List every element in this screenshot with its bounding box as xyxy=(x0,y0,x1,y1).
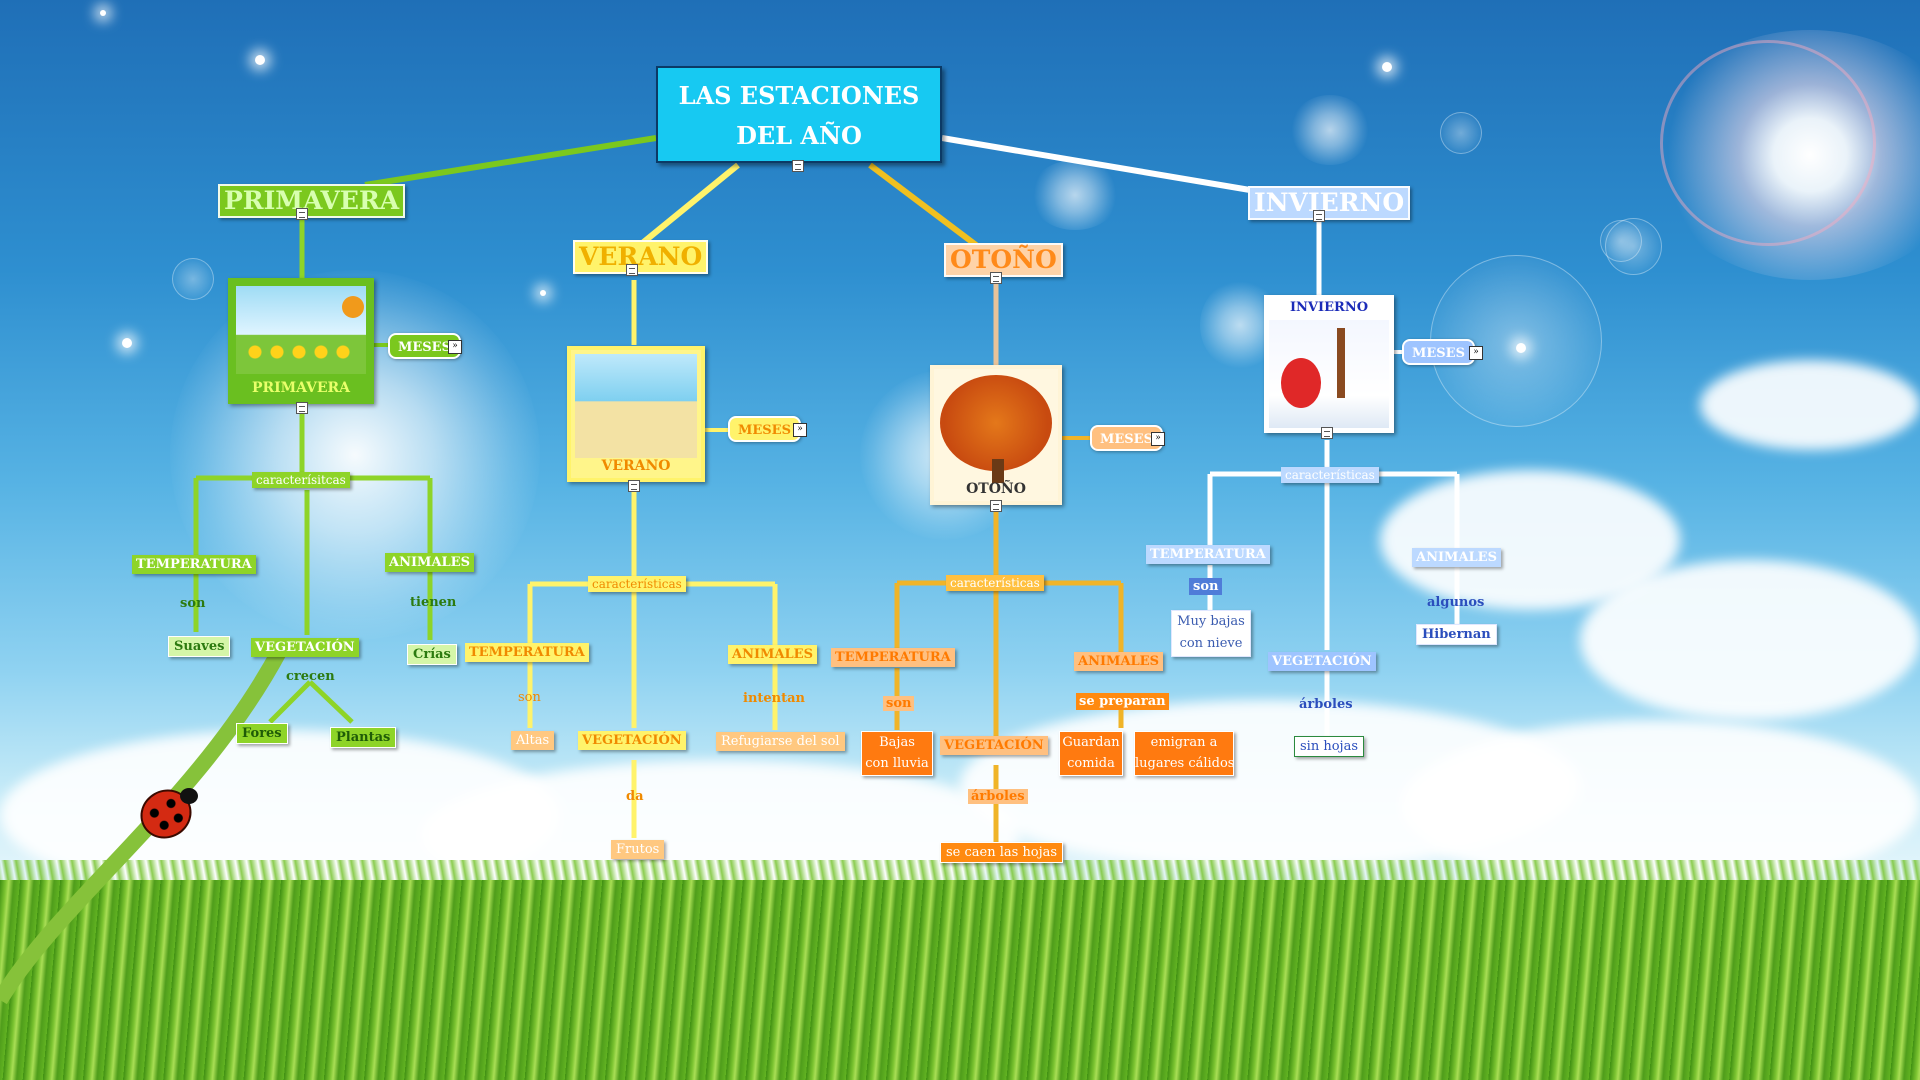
otono-temperatura[interactable]: TEMPERATURA xyxy=(831,648,955,667)
otono-anim-value-2[interactable]: emigran a lugares cálidos xyxy=(1134,731,1234,776)
otono-anim-value-1[interactable]: Guardan comida xyxy=(1059,731,1123,776)
otono-temp-link: son xyxy=(883,696,914,711)
primavera-animales[interactable]: ANIMALES xyxy=(385,553,474,572)
expand-icon[interactable]: » xyxy=(1151,432,1165,446)
invierno-animales[interactable]: ANIMALES xyxy=(1412,548,1501,567)
season-primavera[interactable]: PRIMAVERA xyxy=(218,184,405,218)
note-icon[interactable] xyxy=(626,264,638,276)
otono-caracteristicas: características xyxy=(946,575,1044,591)
central-topic[interactable]: LAS ESTACIONES DEL AÑO xyxy=(656,66,942,163)
invierno-temp-value[interactable]: Muy bajas con nieve xyxy=(1171,610,1251,657)
dandelion-stem xyxy=(0,650,280,1000)
verano-veg-link: da xyxy=(626,789,644,804)
otono-temp-value-line2: con lluvia xyxy=(862,753,932,774)
verano-animales[interactable]: ANIMALES xyxy=(728,645,817,664)
invierno-veg-link: árboles xyxy=(1299,697,1353,712)
verano-veg-value[interactable]: Frutos xyxy=(611,840,664,859)
note-icon[interactable] xyxy=(1321,427,1333,439)
note-icon[interactable] xyxy=(792,160,804,172)
season-invierno[interactable]: INVIERNO xyxy=(1248,186,1410,220)
invierno-child-icon xyxy=(1281,358,1321,408)
flowers-icon xyxy=(244,342,354,362)
verano-picture: VERANO xyxy=(567,346,705,482)
primavera-picture: PRIMAVERA xyxy=(228,278,374,404)
note-icon[interactable] xyxy=(296,208,308,220)
sun-icon xyxy=(342,296,364,318)
season-verano[interactable]: VERANO xyxy=(573,240,708,274)
otono-anim-value-1-line1: Guardan xyxy=(1060,732,1122,753)
primavera-anim-link: tienen xyxy=(410,595,456,610)
line-title-verano xyxy=(640,165,738,245)
otono-veg-link: árboles xyxy=(968,789,1028,804)
invierno-anim-value[interactable]: Hibernan xyxy=(1416,624,1497,645)
otono-animales[interactable]: ANIMALES xyxy=(1074,652,1163,671)
verano-picture-caption: VERANO xyxy=(571,458,701,474)
primavera-veg-link: crecen xyxy=(286,669,335,684)
expand-icon[interactable]: » xyxy=(448,340,462,354)
verano-anim-link: intentan xyxy=(743,691,805,706)
invierno-temp-value-line2: con nieve xyxy=(1172,633,1250,655)
note-icon[interactable] xyxy=(1313,210,1325,222)
verano-caracteristicas: características xyxy=(588,576,686,592)
primavera-temp-link: son xyxy=(180,596,205,611)
primavera-vegetacion[interactable]: VEGETACIÓN xyxy=(251,638,359,657)
verano-picture-scene xyxy=(575,354,697,458)
otono-veg-value[interactable]: se caen las hojas xyxy=(940,842,1063,863)
otono-temp-value-line1: Bajas xyxy=(862,732,932,753)
note-icon[interactable] xyxy=(628,480,640,492)
otono-tree-trunk xyxy=(992,459,1004,483)
verano-temp-value[interactable]: Altas xyxy=(511,731,554,750)
otono-anim-value-1-line2: comida xyxy=(1060,753,1122,774)
invierno-tree-icon xyxy=(1337,328,1345,398)
verano-temp-link: son xyxy=(518,690,541,705)
note-icon[interactable] xyxy=(990,500,1002,512)
otono-anim-link: se preparan xyxy=(1076,693,1169,710)
invierno-vegetacion[interactable]: VEGETACIÓN xyxy=(1268,652,1376,671)
primavera-veg-value-2[interactable]: Plantas xyxy=(330,727,396,748)
primavera-caracteristicas: caracterísitcas xyxy=(252,472,350,488)
invierno-anim-link: algunos xyxy=(1427,595,1484,610)
otono-vegetacion[interactable]: VEGETACIÓN xyxy=(940,736,1048,755)
invierno-meses-button[interactable]: MESES xyxy=(1402,339,1475,365)
primavera-picture-caption: PRIMAVERA xyxy=(232,380,370,396)
expand-icon[interactable]: » xyxy=(793,423,807,437)
invierno-temp-value-line1: Muy bajas xyxy=(1172,611,1250,633)
central-topic-line2: DEL AÑO xyxy=(658,116,940,156)
primavera-temperatura[interactable]: TEMPERATURA xyxy=(132,555,256,574)
line-title-primavera xyxy=(365,138,656,185)
otono-tree-foliage xyxy=(940,375,1052,471)
expand-icon[interactable]: » xyxy=(1469,346,1483,360)
ladybug-head xyxy=(180,788,198,804)
primavera-anim-value[interactable]: Crías xyxy=(407,644,457,665)
invierno-caracteristicas: características xyxy=(1281,467,1379,483)
invierno-temperatura[interactable]: TEMPERATURA xyxy=(1146,545,1270,564)
invierno-temp-link: son xyxy=(1189,578,1222,595)
verano-anim-value[interactable]: Refugiarse del sol xyxy=(716,732,845,751)
invierno-picture-caption: INVIERNO xyxy=(1267,300,1391,315)
central-topic-line1: LAS ESTACIONES xyxy=(658,76,940,116)
line-title-invierno xyxy=(942,138,1250,190)
otono-anim-value-2-line1: emigran a xyxy=(1135,732,1233,753)
line-title-otono xyxy=(870,165,980,248)
otono-picture-caption: OTOÑO xyxy=(934,481,1058,497)
primavera-temp-value[interactable]: Suaves xyxy=(168,636,230,657)
verano-temperatura[interactable]: TEMPERATURA xyxy=(465,643,589,662)
otono-picture: OTOÑO xyxy=(930,365,1062,505)
invierno-veg-value[interactable]: sin hojas xyxy=(1294,736,1364,757)
verano-meses-button[interactable]: MESES xyxy=(728,416,801,442)
verano-vegetacion[interactable]: VEGETACIÓN xyxy=(578,731,686,750)
season-otono[interactable]: OTOÑO xyxy=(944,243,1063,277)
note-icon[interactable] xyxy=(296,402,308,414)
invierno-picture: INVIERNO xyxy=(1264,295,1394,433)
primavera-veg-value-1[interactable]: Fores xyxy=(236,723,288,744)
note-icon[interactable] xyxy=(990,272,1002,284)
otono-anim-value-2-line2: lugares cálidos xyxy=(1135,753,1233,774)
otono-temp-value[interactable]: Bajas con lluvia xyxy=(861,731,933,776)
